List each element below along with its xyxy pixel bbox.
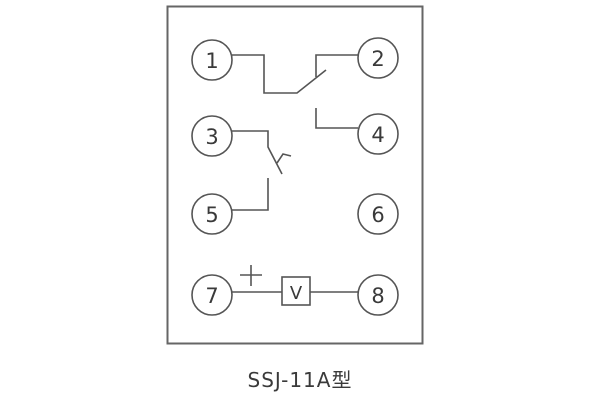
terminal-3	[191, 115, 233, 157]
terminal-8	[357, 274, 399, 316]
contact-4-wire	[315, 108, 358, 129]
terminal-7	[191, 274, 233, 316]
terminal-8-label: 8	[371, 284, 384, 308]
contact-2-wire	[315, 54, 358, 77]
time-delay-marker	[276, 153, 292, 164]
terminal-1-label: 1	[205, 49, 218, 73]
contact-3-wire	[232, 130, 283, 175]
model-caption: SSJ-11A型	[247, 368, 353, 392]
terminal-6	[357, 193, 399, 235]
terminal-5	[191, 193, 233, 235]
voltage-element-label: V	[290, 283, 303, 304]
terminal-4-label: 4	[371, 123, 384, 147]
terminal-1	[191, 39, 233, 81]
terminal-2-label: 2	[371, 47, 384, 71]
terminal-7-label: 7	[205, 284, 218, 308]
contact-5-wire	[232, 178, 269, 211]
terminal-5-label: 5	[205, 203, 218, 227]
terminal-4	[357, 113, 399, 155]
relay-outline	[166, 5, 424, 345]
terminal-3-label: 3	[205, 125, 218, 149]
contact-1-2-wire	[232, 54, 327, 94]
terminal-6-label: 6	[371, 203, 384, 227]
terminal-2	[357, 37, 399, 79]
voltage-element-box	[281, 276, 311, 306]
